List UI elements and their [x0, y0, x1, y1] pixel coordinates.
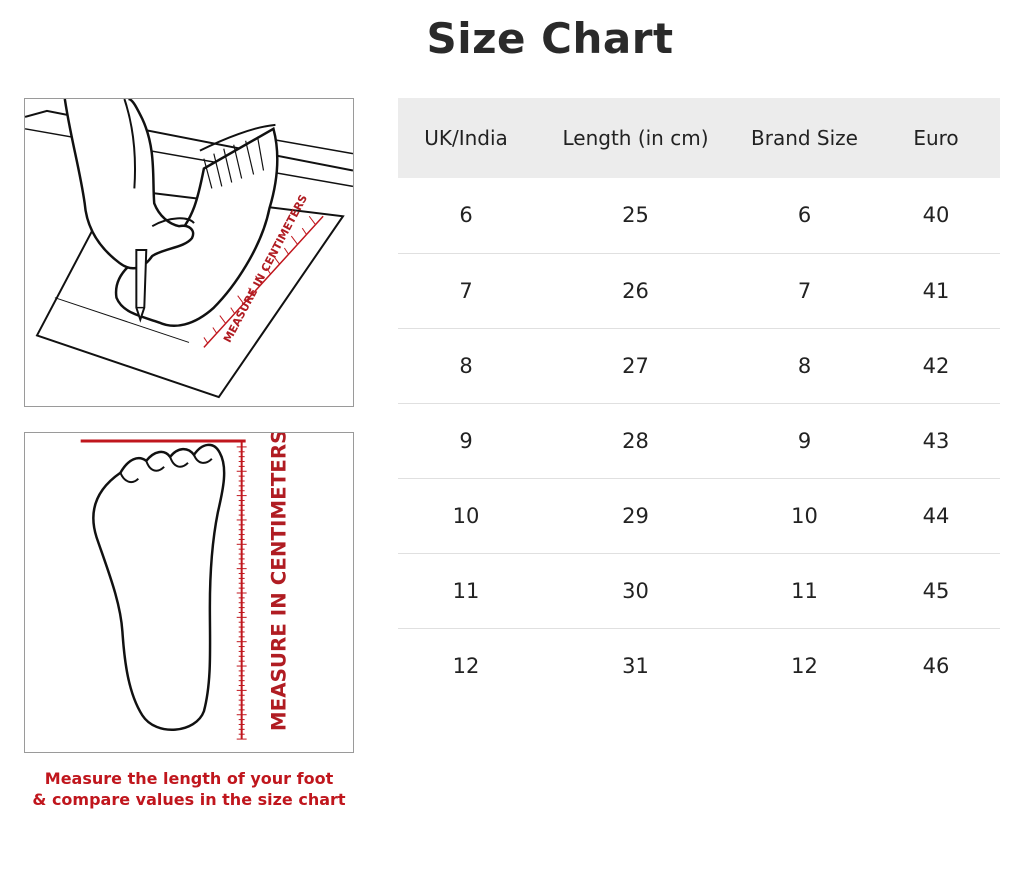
table-cell: 7 — [797, 278, 812, 303]
table-cell: 11 — [452, 578, 480, 603]
table-cell: 11 — [791, 578, 818, 603]
table-cell: 12 — [791, 653, 818, 678]
table-row: 12 31 12 46 — [398, 628, 1000, 703]
foot-measuring-illustration: MEASURE IN CENTIMETERS — [24, 98, 354, 407]
table-cell: 8 — [459, 353, 473, 378]
table-row: 6 25 6 40 — [398, 178, 1000, 253]
table-row: 11 30 11 45 — [398, 553, 1000, 628]
column-header-euro: Euro — [913, 126, 959, 150]
table-cell: 10 — [452, 503, 480, 528]
foot-outline-drawing: MEASURE IN CENTIMETERS — [80, 433, 290, 740]
table-cell: 6 — [459, 203, 473, 228]
column-header-length: Length (in cm) — [562, 126, 709, 150]
table-cell: 40 — [922, 203, 950, 228]
table-cell: 9 — [797, 428, 812, 453]
ruler-label-bottom: MEASURE IN CENTIMETERS — [267, 433, 290, 731]
table-cell: 28 — [622, 428, 649, 453]
table-cell: 6 — [797, 203, 812, 228]
column-header-uk-india: UK/India — [424, 126, 508, 150]
table-row: 9 28 9 43 — [398, 403, 1000, 478]
table-cell: 45 — [922, 578, 950, 603]
measure-caption: Measure the length of your foot & compar… — [24, 768, 354, 810]
foot-outline-illustration: MEASURE IN CENTIMETERS — [24, 432, 354, 753]
hand-and-foot-drawing: MEASURE IN CENTIMETERS — [25, 99, 353, 399]
column-header-brand-size: Brand Size — [751, 126, 858, 150]
table-cell: 29 — [622, 503, 649, 528]
table-cell: 10 — [791, 503, 818, 528]
table-row: 8 27 8 42 — [398, 328, 1000, 403]
table-cell: 43 — [922, 428, 950, 453]
caption-line-2: & compare values in the size chart — [32, 790, 346, 809]
table-cell: 7 — [459, 278, 473, 303]
table-cell: 31 — [622, 653, 649, 678]
table-cell: 27 — [622, 353, 649, 378]
table-cell: 26 — [622, 278, 649, 303]
table-cell: 42 — [922, 353, 950, 378]
page-title: Size Chart — [426, 14, 674, 63]
table-row: 7 26 7 41 — [398, 253, 1000, 328]
table-cell: 44 — [922, 503, 950, 528]
table-cell: 41 — [922, 278, 950, 303]
table-cell: 25 — [622, 203, 649, 228]
table-cell: 9 — [459, 428, 473, 453]
size-chart-table: UK/India Length (in cm) Brand Size Euro … — [398, 98, 1000, 703]
table-cell: 12 — [452, 653, 480, 678]
table-cell: 46 — [922, 653, 950, 678]
caption-line-1: Measure the length of your foot — [44, 769, 334, 788]
table-cell: 8 — [797, 353, 812, 378]
table-cell: 30 — [622, 578, 649, 603]
table-header-row: UK/India Length (in cm) Brand Size Euro — [398, 98, 1000, 178]
table-row: 10 29 10 44 — [398, 478, 1000, 553]
